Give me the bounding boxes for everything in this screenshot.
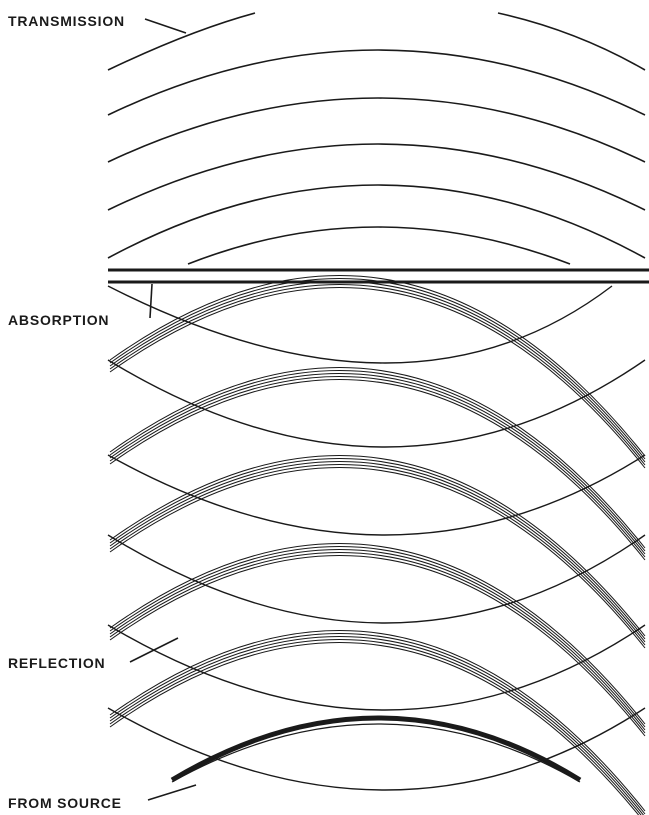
incident-wavefront bbox=[110, 550, 645, 731]
source-wavefront bbox=[172, 724, 580, 782]
transmitted-wavefront bbox=[108, 13, 255, 70]
incident-wavefront bbox=[110, 282, 645, 463]
transmitted-wavefront bbox=[108, 185, 645, 258]
incident-wavefront bbox=[110, 547, 645, 728]
transmitted-wavefront bbox=[108, 50, 645, 115]
transmission-label: TRANSMISSION bbox=[8, 13, 125, 29]
incident-wavefront bbox=[110, 279, 645, 460]
absorbing-surface bbox=[108, 270, 649, 282]
absorption-label: ABSORPTION bbox=[8, 312, 109, 328]
transmitted-wavefront bbox=[108, 144, 645, 210]
wavefront-arcs bbox=[108, 13, 645, 815]
incident-wavefront bbox=[110, 640, 645, 815]
from-source-label: FROM SOURCE bbox=[8, 795, 122, 811]
transmitted-wavefront bbox=[188, 227, 570, 264]
incident-wavefront bbox=[110, 276, 645, 457]
source-wavefront bbox=[172, 718, 580, 780]
transmitted-wavefront bbox=[498, 13, 645, 70]
reflected-wavefront bbox=[108, 535, 645, 623]
incident-wavefront bbox=[110, 544, 645, 725]
transmission-leader bbox=[145, 19, 186, 33]
transmitted-wavefront bbox=[108, 98, 645, 162]
from-source-leader bbox=[148, 785, 196, 800]
incident-wavefront bbox=[110, 631, 645, 812]
absorption-leader bbox=[150, 284, 152, 318]
reflection-label: REFLECTION bbox=[8, 655, 105, 671]
